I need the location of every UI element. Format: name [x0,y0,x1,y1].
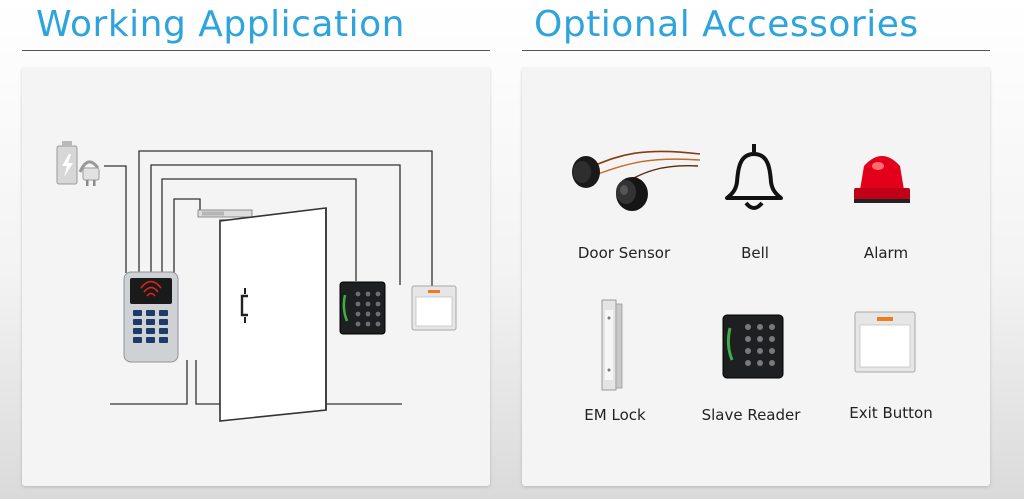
alarm-light-icon [854,156,910,203]
accessory-label-em-lock: EM Lock [584,406,646,424]
power-supply-icon [56,141,100,186]
em-lock-on-door [197,209,253,218]
optional-accessories-panel: Door Sensor Bell Alarm EM Lock Slave Rea… [522,68,990,486]
door-sensor-icon [572,150,701,211]
accessory-label-exit-button: Exit Button [849,404,933,422]
optional-accessories-heading: Optional Accessories [534,4,919,45]
exit-button-icon [854,311,916,373]
access-controller-keypad [123,271,179,363]
wiring-lines [104,150,433,405]
bell-icon [725,144,783,210]
em-lock-icon [601,299,623,391]
working-application-heading: Working Application [36,4,405,45]
accessory-label-slave-reader: Slave Reader [701,406,801,424]
accessory-label-bell: Bell [741,244,769,262]
slave-reader-icon [722,314,784,379]
working-application-panel [22,68,490,486]
door-illustration [219,207,327,422]
slave-reader-on-wall [339,281,386,335]
wiring-diagram [56,141,457,422]
accessories-illustrations [572,144,916,391]
heading-divider [522,50,990,51]
accessory-label-door-sensor: Door Sensor [577,244,671,262]
accessory-label-alarm: Alarm [863,244,909,262]
exit-button-on-wall [411,285,457,331]
heading-divider [22,50,490,51]
